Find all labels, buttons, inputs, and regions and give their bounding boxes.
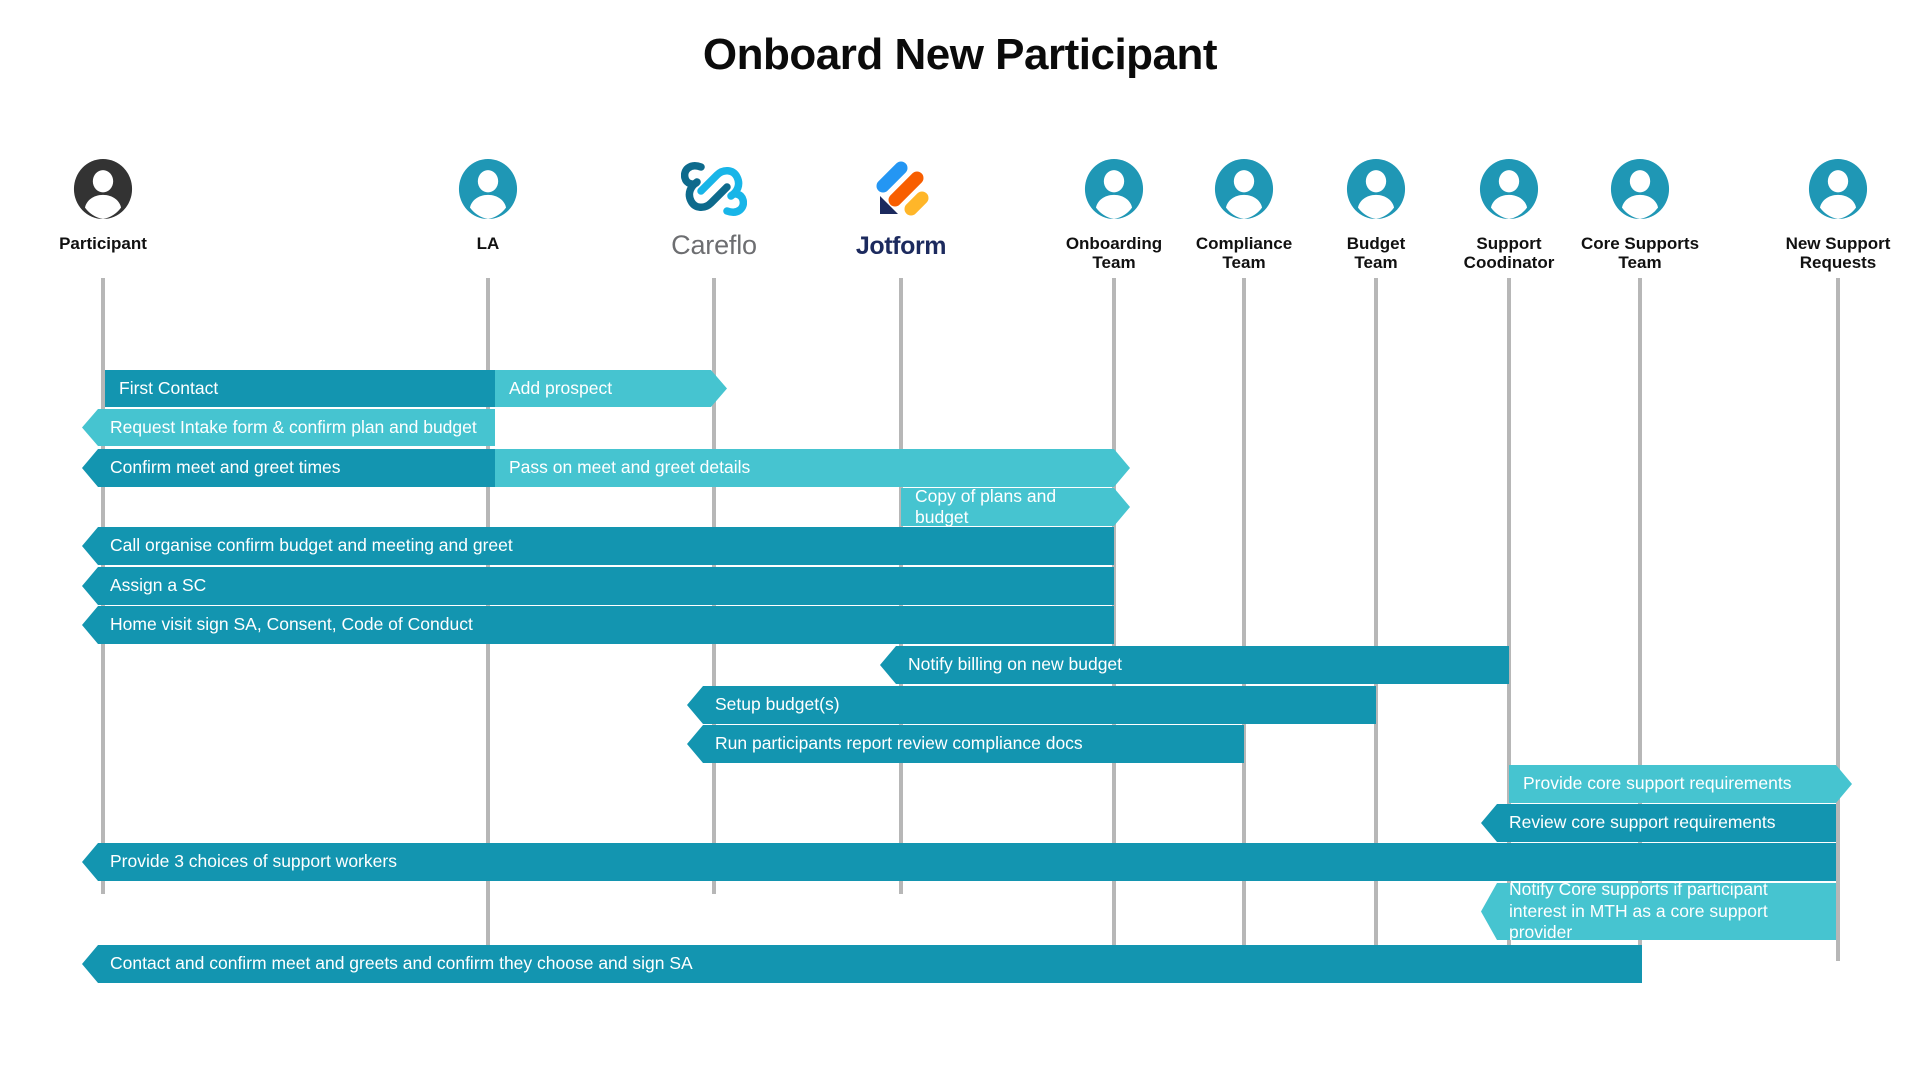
task-bar[interactable]: Request Intake form & confirm plan and b…: [82, 409, 495, 446]
task-bar-label: Confirm meet and greet times: [110, 457, 341, 478]
lane-header-budget-team[interactable]: Budget Team: [1276, 150, 1476, 272]
task-bar[interactable]: Review core support requirements: [1481, 804, 1836, 842]
lane-label-core-supports-team: Core Supports Team: [1580, 234, 1700, 273]
page-title: Onboard New Participant: [702, 30, 1218, 79]
person-avatar-icon: [1409, 150, 1609, 228]
lane-label-support-coodinator: Support Coodinator: [1463, 234, 1555, 273]
task-bar[interactable]: Setup budget(s): [687, 686, 1376, 724]
task-bar-label: Review core support requirements: [1509, 812, 1776, 833]
lane-line-core-supports-team: [1638, 278, 1642, 961]
lane-line-support-coodinator: [1507, 278, 1511, 961]
person-avatar-icon: [1738, 150, 1920, 228]
person-avatar-icon: [1276, 150, 1476, 228]
task-bar-label: Request Intake form & confirm plan and b…: [110, 416, 477, 437]
lane-header-careflo[interactable]: Careflo: [614, 150, 814, 261]
lane-header-support-coodinator[interactable]: Support Coodinator: [1409, 150, 1609, 272]
task-bar-label: Setup budget(s): [715, 694, 840, 715]
task-bar-label: Provide core support requirements: [1523, 773, 1792, 794]
lane-line-new-support-requests: [1836, 278, 1840, 961]
lane-header-participant[interactable]: Participant: [3, 150, 203, 253]
task-bar-label: Provide 3 choices of support workers: [110, 851, 397, 872]
lane-header-la[interactable]: LA: [388, 150, 588, 253]
lane-label-onboarding-team: Onboarding Team: [1065, 234, 1163, 273]
person-avatar-icon: [1014, 150, 1214, 228]
lane-line-onboarding-team: [1112, 278, 1116, 961]
task-bar-label: Run participants report review complianc…: [715, 733, 1083, 754]
task-bar[interactable]: Provide 3 choices of support workers: [82, 843, 1836, 881]
task-bar-label: Notify Core supports if participant inte…: [1509, 879, 1768, 943]
task-bar[interactable]: Notify billing on new budget: [880, 646, 1509, 684]
lane-label-compliance-team: Compliance Team: [1195, 234, 1293, 273]
lane-label-participant: Participant: [59, 234, 147, 253]
task-bar-label: Add prospect: [509, 377, 613, 398]
lane-header-onboarding-team[interactable]: Onboarding Team: [1014, 150, 1214, 272]
task-bar-label: Notify billing on new budget: [908, 654, 1123, 675]
lane-line-compliance-team: [1242, 278, 1246, 961]
task-bar-label: Call organise confirm budget and meeting…: [110, 535, 513, 556]
task-bar[interactable]: Run participants report review complianc…: [687, 725, 1244, 763]
person-avatar-icon: [3, 150, 203, 228]
task-bar-label: Pass on meet and greet details: [509, 457, 751, 478]
task-bar[interactable]: Copy of plans and budget: [901, 488, 1130, 526]
task-bar-label: Copy of plans and budget: [915, 485, 1057, 527]
lane-line-budget-team: [1374, 278, 1378, 961]
task-bar[interactable]: Home visit sign SA, Consent, Code of Con…: [82, 606, 1114, 644]
person-avatar-icon: [1540, 150, 1740, 228]
lane-label-new-support-requests: New Support Requests: [1785, 234, 1891, 273]
person-avatar-icon: [1144, 150, 1344, 228]
lane-header-compliance-team[interactable]: Compliance Team: [1144, 150, 1344, 272]
task-bar-label: Assign a SC: [110, 575, 207, 596]
task-bar[interactable]: Provide core support requirements: [1509, 765, 1852, 803]
lane-header-jotform[interactable]: Jotform: [801, 150, 1001, 261]
task-bar[interactable]: Confirm meet and greet times: [82, 449, 495, 487]
task-bar[interactable]: Assign a SC: [82, 567, 1114, 605]
task-bar-label: Home visit sign SA, Consent, Code of Con…: [110, 614, 473, 635]
task-bar[interactable]: Add prospect: [495, 370, 727, 407]
careflo-logo-icon: [614, 150, 814, 228]
lane-label-la: LA: [476, 234, 500, 253]
lane-header-core-supports-team[interactable]: Core Supports Team: [1540, 150, 1740, 272]
task-bar[interactable]: First Contact: [105, 370, 495, 407]
person-avatar-icon: [388, 150, 588, 228]
lane-label-budget-team: Budget Team: [1346, 234, 1406, 273]
task-bar[interactable]: Call organise confirm budget and meeting…: [82, 527, 1114, 565]
jotform-logo-icon: [801, 150, 1001, 228]
task-bar[interactable]: Notify Core supports if participant inte…: [1481, 883, 1836, 940]
task-bar[interactable]: Contact and confirm meet and greets and …: [82, 945, 1642, 983]
lane-label-careflo: Careflo: [671, 230, 757, 260]
task-bar[interactable]: Pass on meet and greet details: [495, 449, 1130, 487]
lane-header-new-support-requests[interactable]: New Support Requests: [1738, 150, 1920, 272]
lane-label-jotform: Jotform: [855, 232, 947, 260]
task-bar-label: Contact and confirm meet and greets and …: [110, 953, 693, 974]
task-bar-label: First Contact: [119, 377, 219, 398]
